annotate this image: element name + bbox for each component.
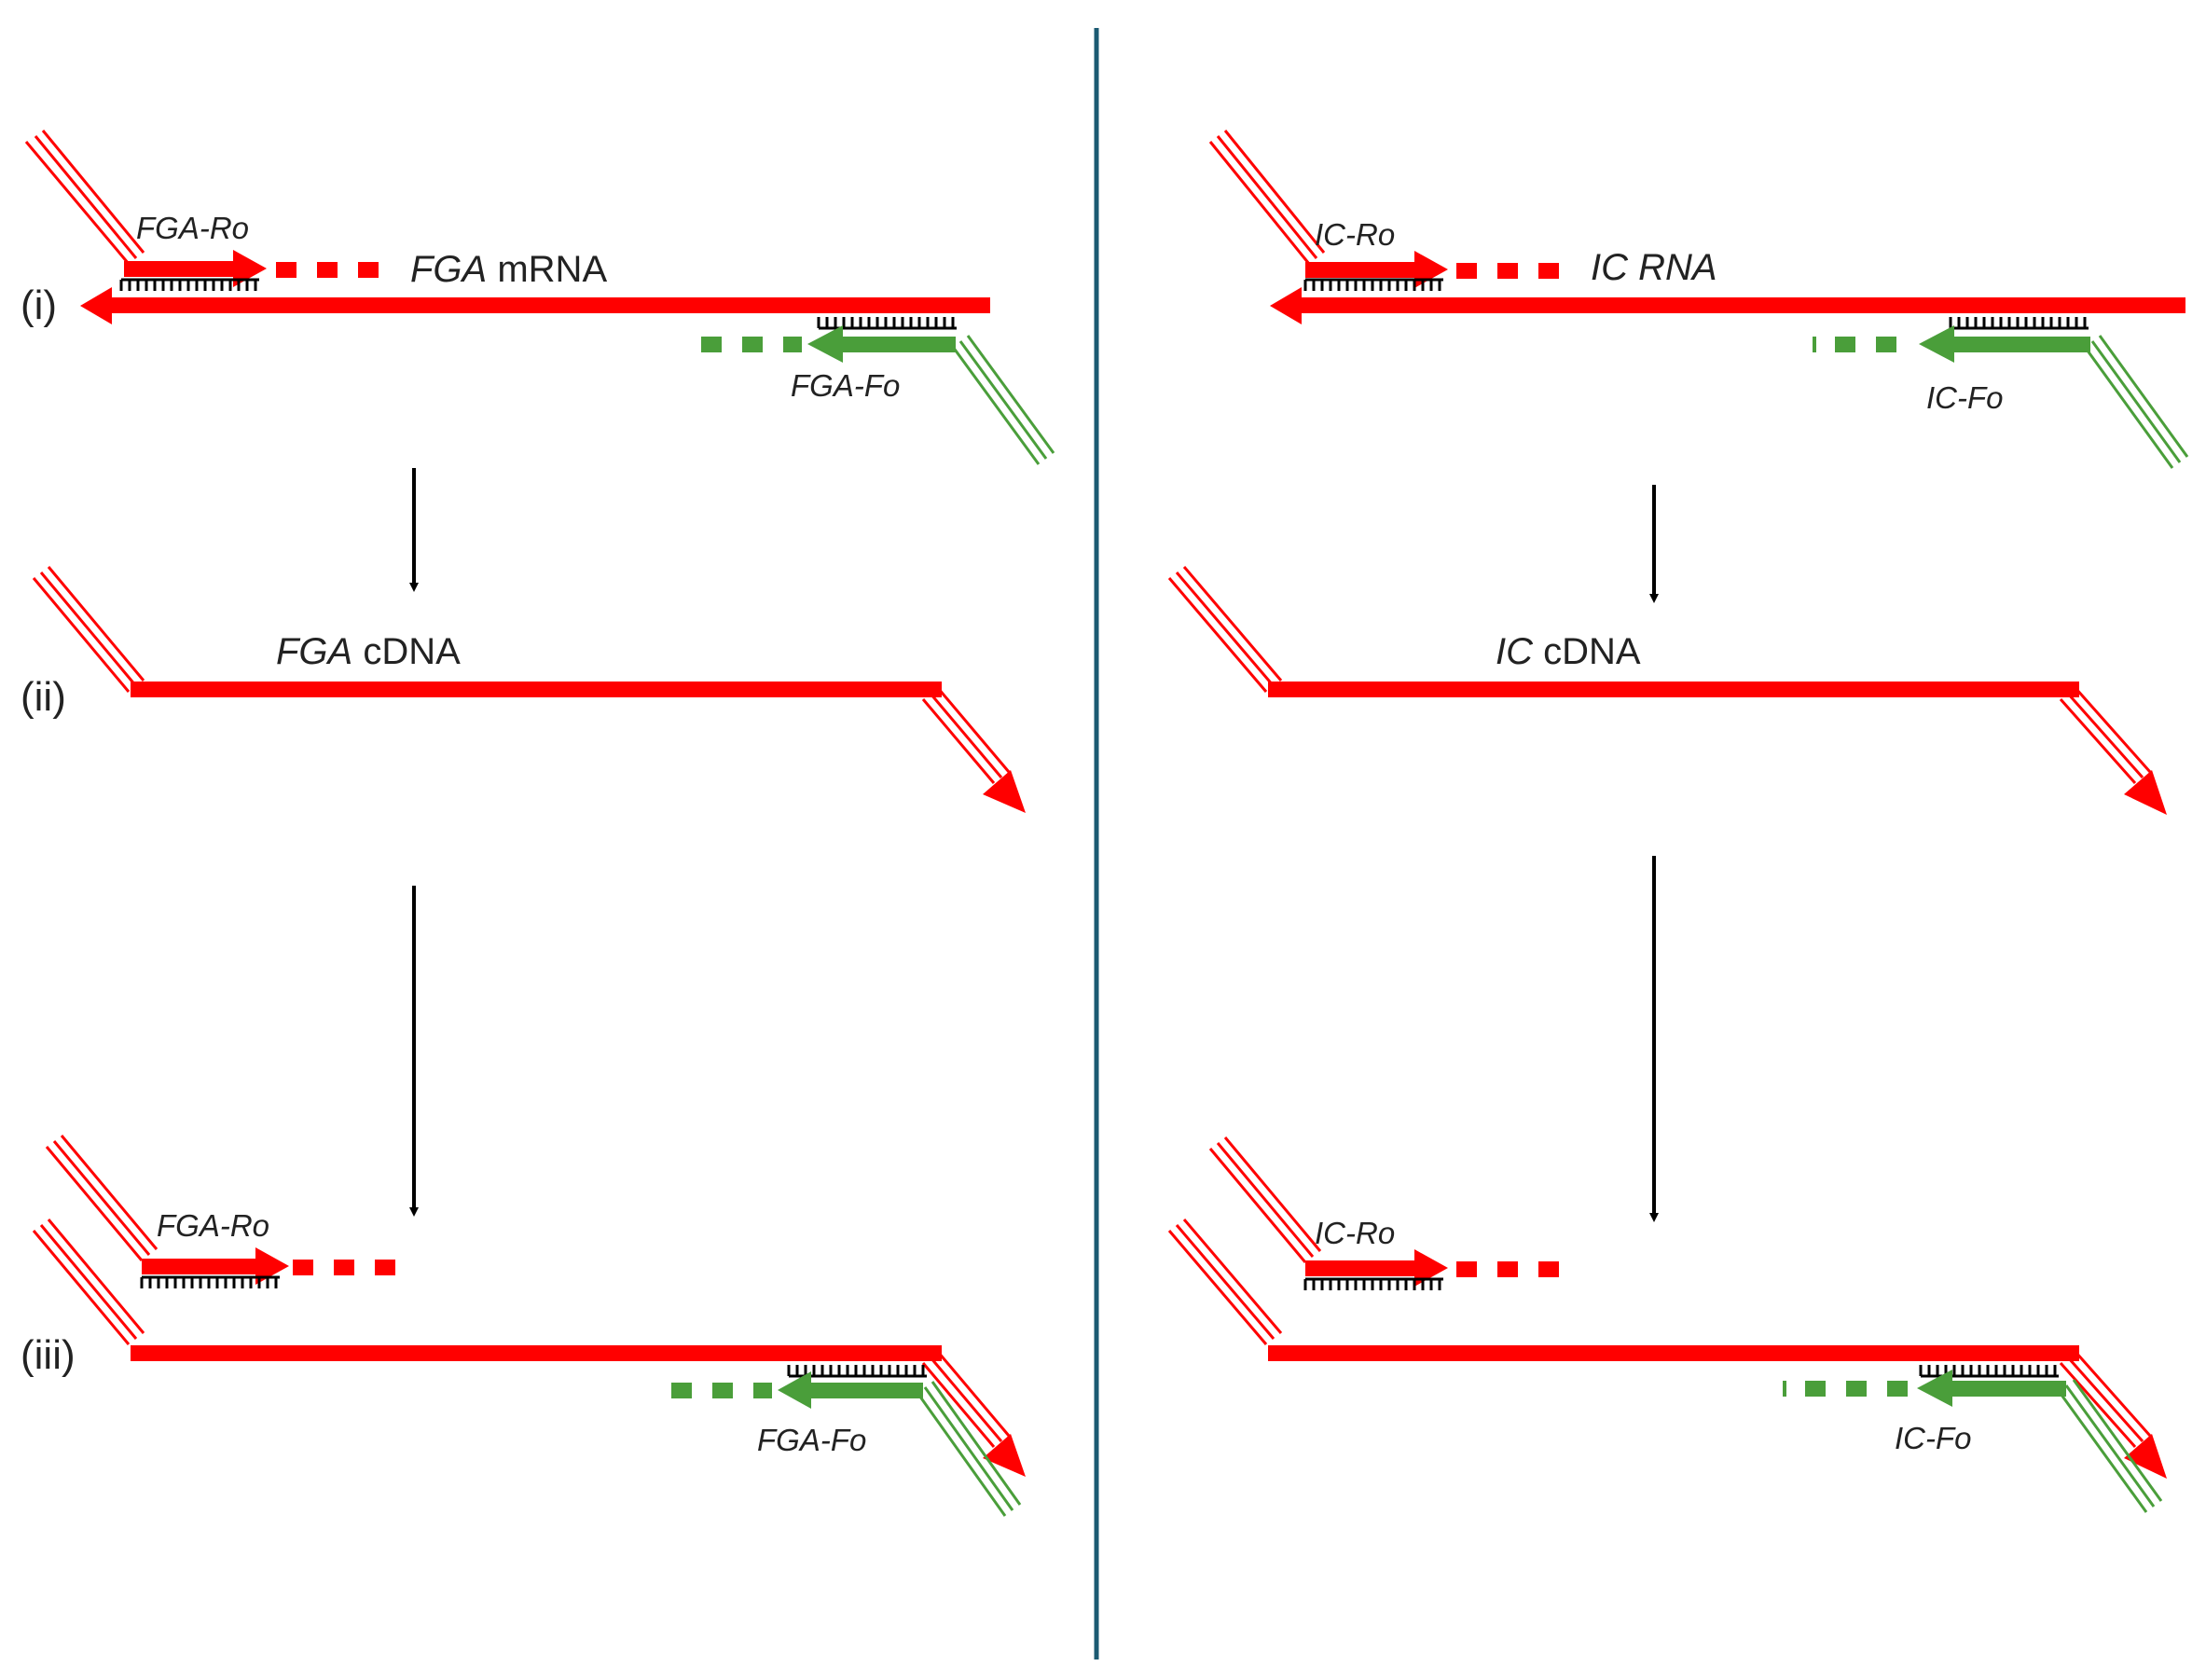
ic-rna-label: IC RNA: [1591, 247, 1717, 288]
right-step-i: IC-Ro IC RNA IC-Fo: [1208, 130, 2189, 469]
fga-ro-label: FGA-Ro: [136, 211, 249, 245]
ic-cdna-right-arrowhead: [2124, 770, 2167, 815]
ic-iii-ro-binding-ticks: [1303, 1277, 1443, 1290]
fga-cdna-right-arrowhead: [983, 770, 1026, 813]
ic-iii-ro-primer-head: [1414, 1249, 1448, 1287]
ic-fo-binding-ticks: [1949, 317, 2089, 330]
ic-iii-ro-tail: [1208, 1136, 1322, 1263]
step-label-ii: (ii): [21, 674, 66, 720]
fga-cdna-label: FGA cDNA: [276, 631, 461, 672]
ic-cdna-right-tail: [2059, 687, 2152, 784]
fga-iii-ro-extension-dashes: [293, 1260, 395, 1275]
ic-iii-cdna-right-arrowhead: [2124, 1434, 2167, 1479]
right-panel: IC-Ro IC RNA IC-Fo: [1167, 130, 2189, 1513]
fga-iii-ro-primer: [142, 1259, 258, 1274]
ic-ro-binding-ticks: [1303, 278, 1443, 291]
fga-iii-fo-primer-head: [778, 1371, 811, 1409]
fga-iii-fo-extension-dashes: [671, 1383, 772, 1398]
ic-iii-ro-primer: [1305, 1260, 1415, 1276]
fga-iii-ro-primer-head: [255, 1247, 289, 1285]
ic-ro-label: IC-Ro: [1315, 217, 1395, 252]
ic-iii-fo-label: IC-Fo: [1895, 1421, 1972, 1455]
step-label-i: (i): [21, 282, 57, 328]
fga-iii-fo-label: FGA-Fo: [757, 1423, 866, 1457]
ic-iii-cdna-right-tail: [2059, 1351, 2152, 1448]
fga-fo-primer: [839, 337, 956, 352]
fga-iii-cdna-left-tail: [32, 1219, 145, 1345]
fga-ro-binding-ticks: [119, 278, 259, 291]
ic-iii-cdna-strand: [1268, 1345, 2079, 1361]
fga-fo-primer-head: [807, 325, 843, 363]
fga-fo-binding-ticks: [817, 317, 957, 330]
fga-ro-extension-dashes: [276, 262, 379, 278]
fga-fo-extension-dashes: [701, 337, 802, 352]
fga-iii-cdna-strand: [131, 1345, 942, 1361]
ic-iii-fo-primer: [1951, 1381, 2066, 1397]
ic-fo-label: IC-Fo: [1926, 380, 2004, 415]
left-panel: FGA-Ro FGA mRNA FGA-Fo: [24, 130, 1055, 1517]
left-step-ii: FGA cDNA: [32, 566, 1026, 813]
right-step-ii: IC cDNA: [1167, 566, 2167, 815]
fga-iii-fo-primer: [807, 1383, 923, 1398]
ic-fo-tail: [2083, 335, 2189, 469]
ic-ro-tail: [1208, 130, 1326, 265]
ic-fo-primer: [1951, 337, 2090, 352]
fga-iii-fo-binding-ticks: [787, 1365, 927, 1378]
ic-rna-arrowhead: [1270, 287, 1302, 324]
fga-cdna-right-tail: [921, 687, 1011, 784]
ic-ro-extension-dashes: [1456, 263, 1559, 279]
fga-fo-tail: [951, 335, 1055, 465]
fga-mrna-label: FGA mRNA: [410, 249, 607, 290]
fga-ro-tail: [24, 130, 145, 265]
fga-cdna-strand: [131, 682, 942, 697]
fga-iii-fo-tail: [916, 1381, 1022, 1517]
ic-rna-strand: [1292, 297, 2185, 313]
fga-fo-label: FGA-Fo: [791, 368, 900, 403]
fga-cdna-left-tail: [32, 566, 145, 693]
ic-iii-fo-tail: [2057, 1379, 2163, 1513]
fga-iii-cdna-right-tail: [921, 1351, 1011, 1448]
ic-iii-ro-label: IC-Ro: [1315, 1216, 1395, 1250]
fga-iii-cdna-right-arrowhead: [983, 1434, 1026, 1477]
step-label-iii: (iii): [21, 1332, 76, 1378]
fga-mrna-arrowhead: [80, 287, 112, 324]
left-step-iii: FGA-Ro: [32, 1135, 1026, 1517]
ic-fo-extension-dashes: [1813, 337, 1896, 352]
ic-cdna-left-tail: [1167, 566, 1283, 693]
fga-iii-ro-label: FGA-Ro: [157, 1208, 269, 1243]
ic-iii-fo-extension-dashes: [1783, 1381, 1908, 1397]
fga-mrna-strand: [103, 297, 990, 313]
ic-fo-primer-head: [1919, 325, 1954, 363]
fga-iii-ro-tail: [45, 1135, 159, 1261]
ic-iii-fo-primer-head: [1917, 1370, 1952, 1407]
fga-ro-primer: [124, 261, 234, 277]
right-step-iii: IC-Ro: [1167, 1136, 2167, 1513]
ic-iii-fo-binding-ticks: [1919, 1365, 2059, 1378]
left-step-i: FGA-Ro FGA mRNA FGA-Fo: [24, 130, 1055, 465]
ic-iii-cdna-left-tail: [1167, 1219, 1283, 1345]
ic-ro-primer: [1305, 262, 1415, 278]
ic-cdna-strand: [1268, 682, 2079, 697]
fga-iii-ro-binding-ticks: [140, 1275, 280, 1288]
ic-iii-ro-extension-dashes: [1456, 1261, 1559, 1277]
fga-ro-primer-head: [233, 250, 267, 287]
ic-cdna-label: IC cDNA: [1496, 631, 1641, 672]
